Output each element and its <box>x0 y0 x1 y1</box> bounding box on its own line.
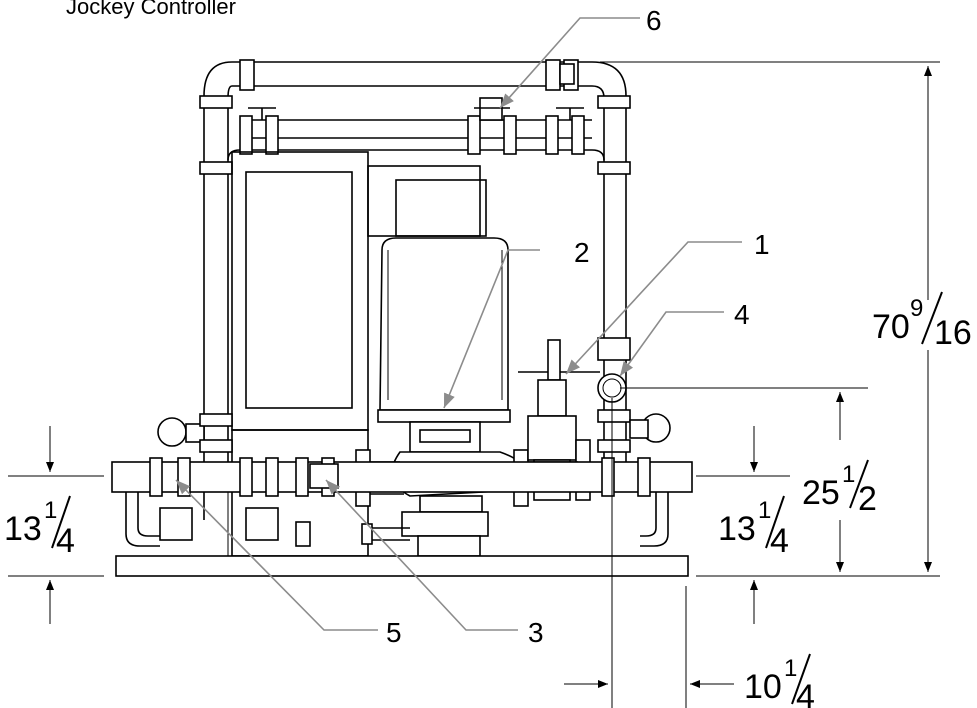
svg-text:1: 1 <box>784 655 797 682</box>
lower-header-piping <box>111 413 693 547</box>
callout-2: 2 <box>574 237 590 268</box>
callout-5: 5 <box>386 617 402 648</box>
svg-text:70: 70 <box>872 308 910 346</box>
svg-text:4: 4 <box>770 522 789 560</box>
jockey-pump-motor <box>355 237 529 557</box>
dimension-lines <box>8 61 940 708</box>
dim-left-header-label: 13 1 4 <box>4 495 75 560</box>
svg-text:1: 1 <box>758 497 771 524</box>
dim-overall-height-label: 70 9 16 <box>872 291 972 352</box>
svg-text:4: 4 <box>796 678 815 708</box>
callout-leaders <box>175 17 742 631</box>
upper-manifold-frame <box>199 59 631 520</box>
dim-right-header-label: 13 1 4 <box>718 495 789 560</box>
svg-text:1: 1 <box>842 461 855 488</box>
callout-4: 4 <box>734 299 750 330</box>
drawing-title: Jockey Controller <box>66 0 236 19</box>
svg-text:13: 13 <box>718 510 756 548</box>
svg-text:2: 2 <box>858 480 877 518</box>
svg-text:16: 16 <box>934 314 972 352</box>
pressure-gauge-assembly <box>597 337 671 453</box>
svg-text:25: 25 <box>802 474 840 512</box>
svg-text:9: 9 <box>910 295 923 322</box>
callout-1: 1 <box>754 229 770 260</box>
svg-text:4: 4 <box>56 522 75 560</box>
callout-3: 3 <box>528 617 544 648</box>
svg-text:13: 13 <box>4 510 42 548</box>
dim-offset-label: 10 1 4 <box>744 653 815 708</box>
controller-panel <box>227 151 487 557</box>
dim-center-height-label: 25 1 2 <box>802 459 877 518</box>
svg-text:1: 1 <box>44 497 57 524</box>
svg-text:10: 10 <box>744 668 782 706</box>
skid-base <box>115 555 689 577</box>
callout-6: 6 <box>646 5 662 36</box>
